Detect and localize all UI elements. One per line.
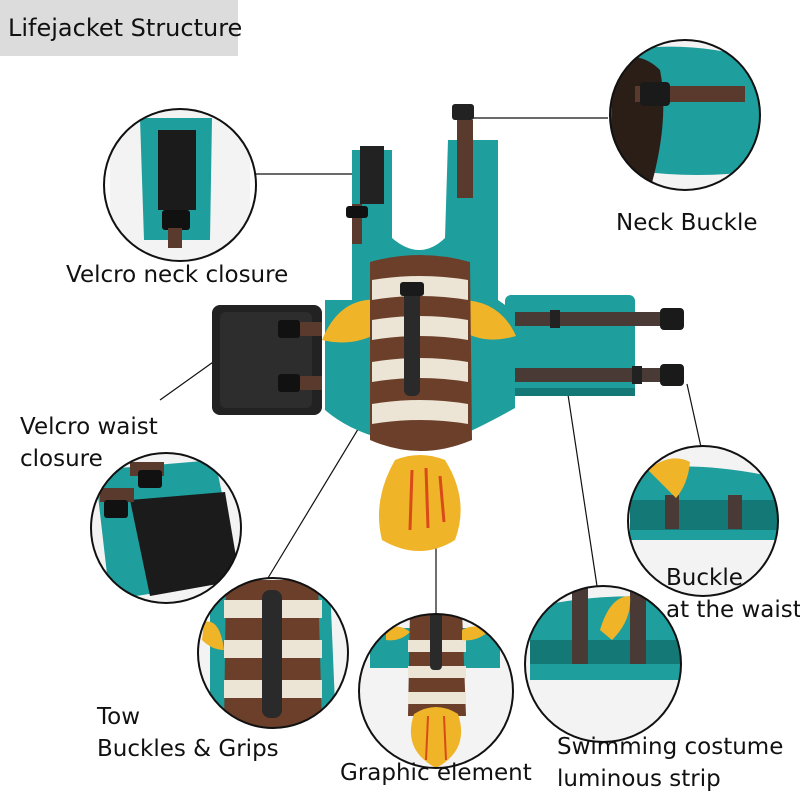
label-velcro-waist-line1: Velcro waist — [20, 414, 158, 440]
neck-velcro-strip — [360, 146, 384, 204]
lifejacket-main — [212, 104, 684, 551]
fin-left — [322, 299, 383, 343]
label-graphic-element: Graphic element — [340, 760, 532, 786]
fish-tail — [378, 455, 461, 551]
label-buckle-waist-line1: Buckle — [666, 565, 743, 591]
label-swim-line1: Swimming costume — [557, 734, 784, 760]
detail-graphic-element — [358, 613, 514, 769]
label-velcro-neck: Velcro neck closure — [66, 262, 289, 288]
detail-tow-grip — [197, 577, 349, 729]
detail-luminous-strip — [524, 585, 682, 743]
fin-right — [458, 300, 516, 340]
page-title: Lifejacket Structure — [8, 14, 243, 42]
leader-waist-buckle — [686, 383, 702, 448]
detail-velcro-waist — [90, 452, 242, 604]
detail-buckle-waist — [627, 445, 779, 597]
label-swim-line2: luminous strip — [557, 766, 721, 792]
label-neck-buckle: Neck Buckle — [616, 210, 758, 236]
title-banner: Lifejacket Structure — [0, 0, 242, 56]
tow-grip — [404, 286, 420, 396]
label-tow-line1: Tow — [97, 704, 141, 730]
label-tow-line2: Buckles & Grips — [97, 736, 279, 762]
label-velcro-waist-line2: closure — [20, 446, 103, 472]
detail-velcro-neck — [103, 108, 257, 262]
label-buckle-waist-line2: at the waist — [666, 597, 800, 623]
neck-strap-right — [457, 120, 473, 198]
detail-neck-buckle — [609, 39, 761, 191]
